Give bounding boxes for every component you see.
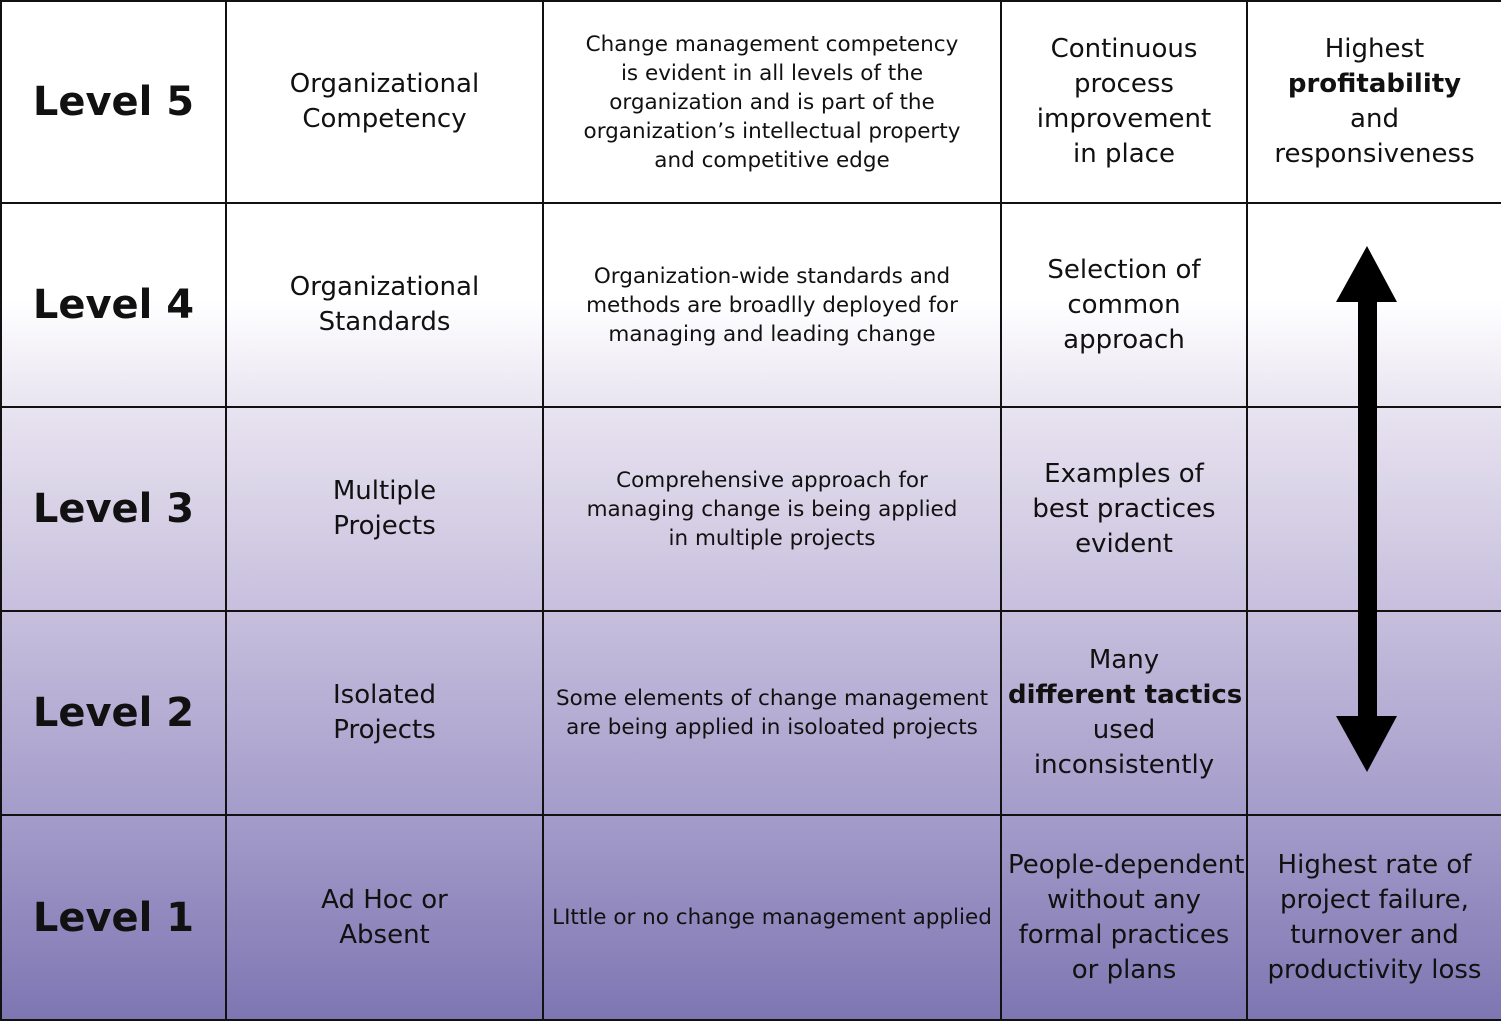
text-line: or plans <box>1071 954 1177 985</box>
text-line: in place <box>1073 139 1175 169</box>
table-row: Level 1 Ad Hoc or Absent LIttle or no chang… <box>0 814 1501 1021</box>
text-line: Comprehensive approach for <box>616 467 928 493</box>
text-line: managing and leading change <box>608 321 936 347</box>
text-line: turnover and <box>1290 919 1459 950</box>
text-line: managing change is being applied <box>586 496 958 522</box>
text-line: Projects <box>333 715 436 745</box>
practice-cell: Examples of best practices evident <box>1000 406 1248 612</box>
arrow-shaft <box>1358 300 1377 718</box>
text-line: LIttle or no change management applied <box>552 905 992 930</box>
text-line: and competitive edge <box>654 147 890 173</box>
arrow-up-head <box>1336 246 1397 302</box>
text-line: Organizational <box>289 272 480 302</box>
text-line: process <box>1074 69 1174 99</box>
text-line: Competency <box>302 104 467 134</box>
double-arrow-icon <box>1336 246 1397 772</box>
level-label: Level 4 <box>0 202 227 408</box>
text-line: Absent <box>339 919 430 950</box>
text-line: productivity loss <box>1267 954 1482 985</box>
text-line: Some elements of change management <box>555 686 989 711</box>
text-line: Isolated <box>333 680 436 710</box>
level-label: Level 2 <box>0 610 227 816</box>
outcome-cell: Highest rate of project failure, turnover … <box>1246 814 1501 1021</box>
text-line: is evident in all levels of the <box>620 60 924 86</box>
arrow-down-head <box>1336 716 1397 772</box>
text-line: project failure, <box>1280 884 1469 915</box>
category-cell: Ad Hoc or Absent <box>225 814 544 1021</box>
text-line: Standards <box>318 307 451 337</box>
level-label: Level 3 <box>0 406 227 612</box>
description-cell: Organization-wide standards and methods a… <box>542 202 1002 408</box>
text-line: Selection of <box>1047 254 1201 285</box>
description-cell: LIttle or no change management applied <box>542 814 1002 1021</box>
text-line: Change management competency <box>585 31 959 57</box>
text-line: Projects <box>333 511 436 541</box>
practice-cell: Many different tactics used inconsistently <box>1000 610 1248 816</box>
description-cell: Comprehensive approach for managing chang… <box>542 406 1002 612</box>
text-line: Continuous <box>1050 34 1198 64</box>
text-line: used <box>1092 715 1156 745</box>
text-line: organization’s intellectual property <box>583 118 961 144</box>
text-line: Organizational <box>289 69 480 99</box>
outcome-cell: Highest profitability and responsiveness <box>1246 0 1501 204</box>
level-label: Level 1 <box>0 814 227 1021</box>
text-line: Examples of <box>1044 458 1204 489</box>
text-line: approach <box>1063 324 1185 355</box>
practice-cell: Continuous process improvement in place <box>1000 0 1248 204</box>
text-line: improvement <box>1036 104 1212 134</box>
text-line: methods are broadlly deployed for <box>586 292 958 318</box>
text-line: and <box>1350 104 1399 134</box>
text-line: People-dependent <box>1008 849 1245 880</box>
text-line: without any <box>1047 884 1201 915</box>
text-line: responsiveness <box>1274 139 1475 169</box>
text-line: Highest <box>1324 34 1425 64</box>
text-line: formal practices <box>1018 919 1230 950</box>
text-line: inconsistently <box>1033 750 1215 780</box>
text-line: profitability <box>1287 69 1462 99</box>
text-line: Highest rate of <box>1277 849 1472 880</box>
description-cell: Some elements of change management are be… <box>542 610 1002 816</box>
practice-cell: People-dependent without any formal practi… <box>1000 814 1248 1021</box>
text-line: Organization-wide standards and <box>593 263 951 289</box>
text-line: organization and is part of the <box>609 89 935 115</box>
text-line: Many <box>1088 645 1160 675</box>
text-line: in multiple projects <box>668 525 876 551</box>
level-label: Level 5 <box>0 0 227 204</box>
text-line: common <box>1067 289 1181 320</box>
text-line: best practices <box>1032 493 1216 524</box>
text-line: different tactics <box>1008 680 1243 710</box>
text-line: evident <box>1075 528 1173 559</box>
text-line: are being applied in isoloated projects <box>566 715 978 740</box>
practice-cell: Selection of common approach <box>1000 202 1248 408</box>
text-line: Ad Hoc or <box>321 884 448 915</box>
description-cell: Change management competency is evident i… <box>542 0 1002 204</box>
text-line: Multiple <box>332 476 437 506</box>
